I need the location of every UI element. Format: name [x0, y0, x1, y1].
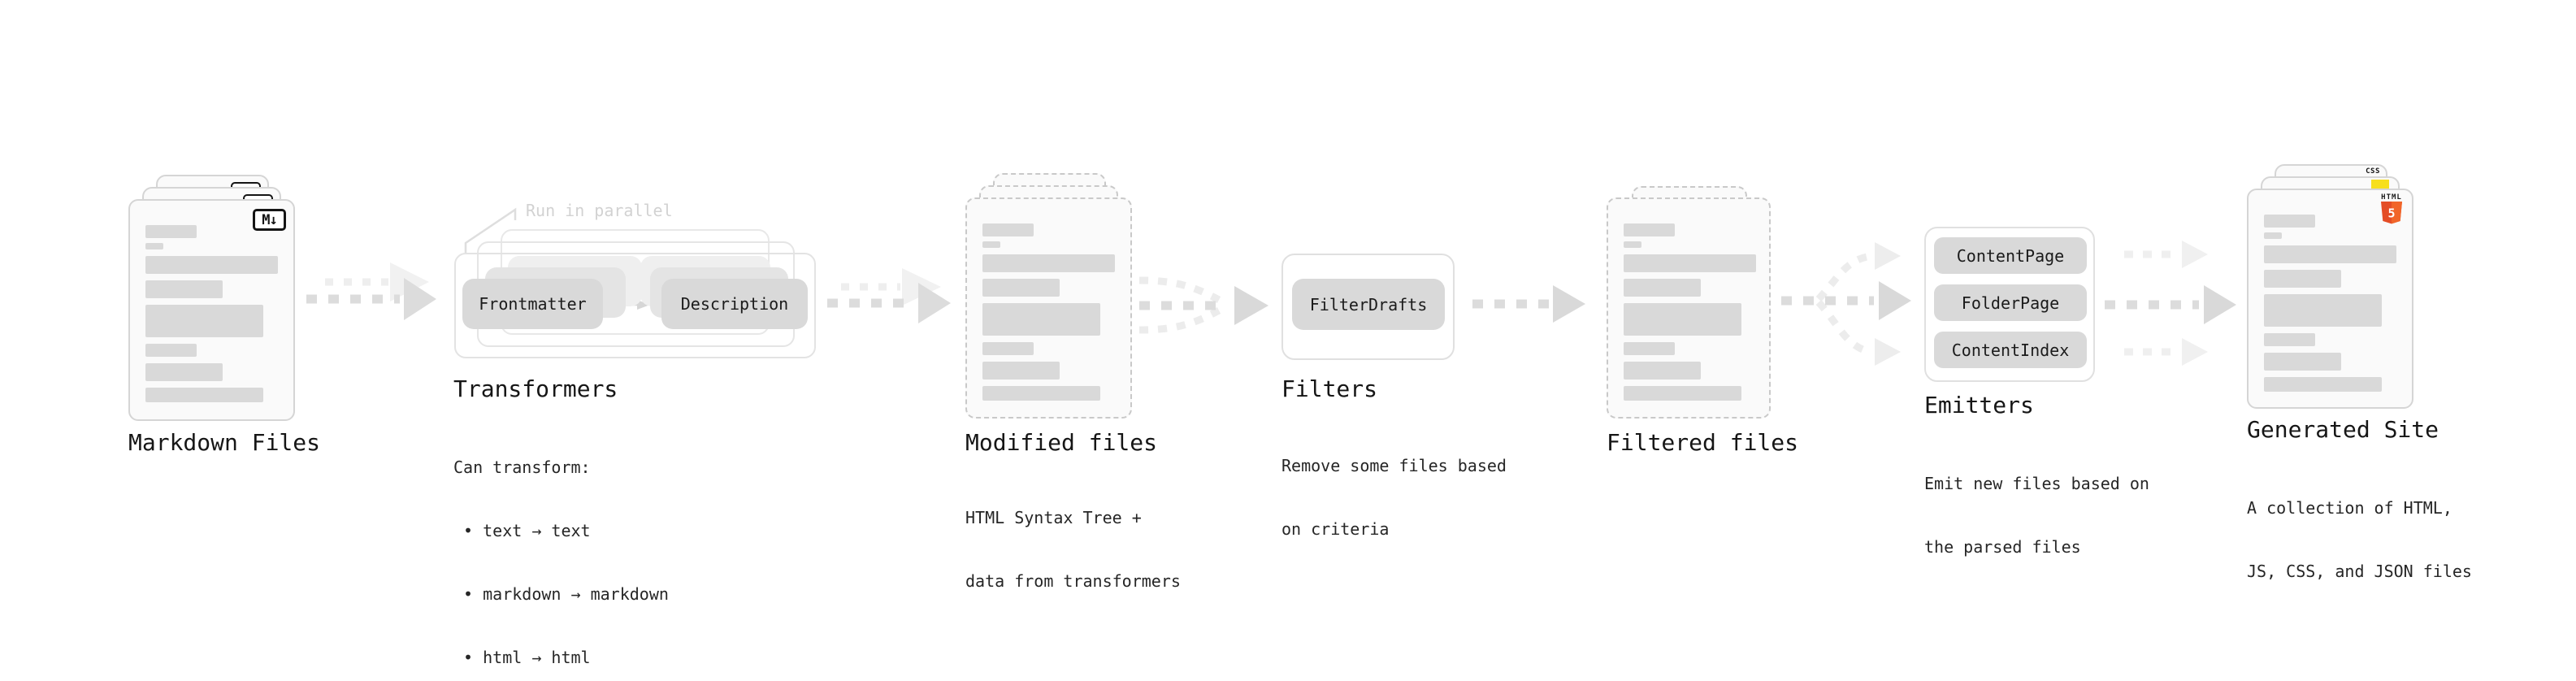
stage-subtitle: HTML Syntax Tree + data from transformer… — [965, 465, 1181, 634]
fanout-curve-top — [1815, 252, 1872, 302]
pill-frontmatter: Frontmatter — [462, 279, 603, 329]
merge-curve-bottom — [1138, 307, 1221, 334]
stage-title-filters: Filters — [1281, 375, 1378, 402]
arrowhead-bottom — [1875, 338, 1901, 366]
text-line-placeholder — [1624, 223, 1675, 236]
text-line-placeholder — [1624, 342, 1675, 355]
arrowhead — [918, 283, 951, 323]
subtitle-line: Emit new files based on — [1924, 474, 2149, 493]
subtitle-line: JS, CSS, and JSON files — [2247, 562, 2472, 581]
markdown-icon: M↓ — [253, 209, 286, 231]
text-line-placeholder — [145, 388, 263, 402]
text-line-placeholder — [982, 254, 1115, 272]
pill-contentpage: ContentPage — [1934, 237, 2087, 274]
css-label: CSS — [2366, 167, 2380, 176]
text-line-placeholder — [1624, 254, 1756, 272]
text-line-placeholder — [982, 303, 1100, 336]
subtitle-line: Remove some files based — [1281, 456, 1507, 475]
text-line-placeholder — [1624, 303, 1741, 336]
text-line-placeholder — [2264, 294, 2382, 327]
text-line-placeholder — [1624, 241, 1641, 248]
stage-title-filtered-files: Filtered files — [1607, 429, 1799, 456]
subtitle-line: on criteria — [1281, 519, 1390, 539]
stage-subtitle: Remove some files based on criteria — [1281, 413, 1507, 582]
run-in-parallel-note: Run in parallel — [526, 201, 673, 220]
text-line-placeholder — [982, 342, 1034, 355]
text-line-placeholder — [982, 241, 1000, 248]
subtitle-line: • text → text — [453, 521, 591, 540]
arrowhead — [404, 278, 436, 320]
text-line-placeholder — [2264, 377, 2382, 392]
stage-subtitle: Emit new files based on the parsed files — [1924, 431, 2149, 600]
text-line-placeholder — [2264, 245, 2396, 263]
text-line-placeholder — [2264, 215, 2315, 228]
js-file-icon — [2371, 180, 2389, 189]
subtitle-line: A collection of HTML, — [2247, 498, 2452, 518]
html5-shield: 5 — [2381, 202, 2402, 224]
doc-layer-front — [965, 197, 1132, 419]
arrows-emitters-to-generated — [2105, 241, 2236, 366]
text-line-placeholder — [982, 223, 1034, 236]
ghost-arrow — [325, 262, 429, 301]
text-line-placeholder — [982, 279, 1060, 297]
ghost-arrow — [841, 268, 941, 306]
svg-text:5: 5 — [2387, 206, 2395, 221]
stage-title-modified-files: Modified files — [965, 429, 1158, 456]
stage-title-transformers: Transformers — [453, 375, 618, 402]
text-line-placeholder — [1624, 386, 1741, 401]
text-line-placeholder — [2264, 353, 2341, 371]
text-line-placeholder — [982, 386, 1100, 401]
text-line-placeholder — [145, 305, 263, 337]
fanout-curve-bottom — [1815, 299, 1873, 356]
doc-layer-front — [1607, 197, 1771, 419]
doc-layer-front: HTML 5 — [2247, 189, 2413, 409]
pill-filterdrafts: FilterDrafts — [1292, 279, 1445, 330]
pill-description: Description — [661, 279, 808, 329]
text-line-placeholder — [145, 256, 278, 274]
text-line-placeholder — [2264, 333, 2315, 346]
pill-folderpage: FolderPage — [1934, 284, 2087, 321]
arrowhead — [1234, 286, 1268, 325]
stage-title-generated-site: Generated Site — [2247, 416, 2439, 443]
pill-contentindex: ContentIndex — [1934, 332, 2087, 368]
subtitle-line: • html → html — [453, 648, 591, 667]
text-line-placeholder — [145, 225, 197, 238]
text-line-placeholder — [2264, 232, 2282, 239]
transformer-frame-front — [454, 253, 816, 358]
doc-layer-front: M↓ — [128, 199, 295, 421]
arrow-merge-into-filters — [1138, 276, 1268, 334]
stage-title-markdown-files: Markdown Files — [128, 429, 321, 456]
text-line-placeholder — [1624, 362, 1701, 380]
arrow-filters-to-filtered — [1472, 285, 1585, 323]
subtitle-line: • markdown → markdown — [453, 584, 669, 604]
stage-title-emitters: Emitters — [1924, 392, 2034, 419]
arrowhead — [1553, 285, 1585, 323]
html5-icon: HTML 5 — [2379, 193, 2404, 228]
stage-subtitle: A collection of HTML, JS, CSS, and JSON … — [2247, 455, 2472, 624]
text-line-placeholder — [1624, 279, 1701, 297]
arrowhead — [1879, 281, 1911, 320]
subtitle-line: data from transformers — [965, 571, 1181, 591]
subtitle-line: HTML Syntax Tree + — [965, 508, 1142, 527]
html5-label: HTML — [2381, 193, 2402, 202]
text-line-placeholder — [145, 243, 163, 249]
text-line-placeholder — [145, 344, 197, 357]
arrowhead-top — [1875, 242, 1901, 270]
merge-curve-top — [1138, 276, 1221, 303]
subtitle-line: the parsed files — [1924, 537, 2081, 557]
text-line-placeholder — [982, 362, 1060, 380]
subtitle-line: Can transform: — [453, 458, 591, 477]
arrow-fanout-to-emitters — [1781, 242, 1911, 366]
text-line-placeholder — [145, 363, 223, 381]
arrow-transformers-to-modified — [827, 268, 951, 323]
text-line-placeholder — [145, 280, 223, 298]
stage-subtitle: Can transform: • text → text • markdown … — [453, 414, 669, 681]
arrow-markdown-to-transformers — [306, 262, 436, 320]
text-line-placeholder — [2264, 270, 2341, 288]
